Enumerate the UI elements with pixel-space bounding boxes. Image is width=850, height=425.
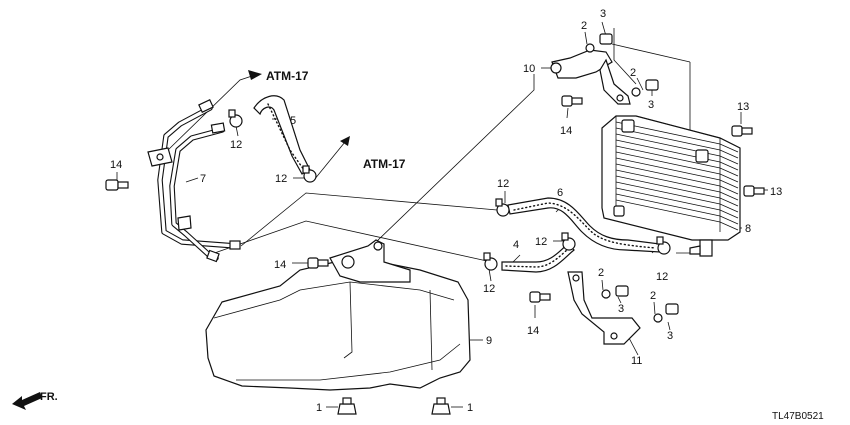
callout-2: 2 bbox=[630, 67, 636, 79]
callout-14: 14 bbox=[527, 325, 539, 337]
arrow-head-icon bbox=[248, 70, 262, 80]
callout-12: 12 bbox=[275, 173, 287, 185]
arrow-head-icon bbox=[340, 136, 350, 146]
callout-2: 2 bbox=[650, 290, 656, 302]
callout-13: 13 bbox=[770, 186, 782, 198]
callout-2: 2 bbox=[581, 20, 587, 32]
front-arrow-icon bbox=[12, 392, 42, 410]
callout-10: 10 bbox=[523, 63, 535, 75]
callout-3: 3 bbox=[600, 8, 606, 20]
lower-bracket-11 bbox=[529, 271, 679, 345]
callout-1: 1 bbox=[467, 402, 473, 414]
callout-2: 2 bbox=[598, 267, 604, 279]
hose-5 bbox=[228, 95, 317, 183]
air-guide-shroud bbox=[205, 239, 471, 415]
diagram-code: TL47B0521 bbox=[772, 411, 824, 422]
front-label: FR. bbox=[40, 391, 58, 403]
callout-8: 8 bbox=[745, 223, 751, 235]
clip-12-right bbox=[656, 236, 671, 255]
reference-label-atm-top: ATM-17 bbox=[266, 69, 309, 83]
callout-12: 12 bbox=[656, 271, 668, 283]
reference-label-atm-mid: ATM-17 bbox=[363, 157, 406, 171]
hose-4 bbox=[483, 232, 576, 273]
callout-3: 3 bbox=[648, 99, 654, 111]
callout-7: 7 bbox=[200, 173, 206, 185]
bolt-14-left bbox=[105, 179, 129, 191]
callout-12: 12 bbox=[497, 178, 509, 190]
callout-14: 14 bbox=[110, 159, 122, 171]
callout-14: 14 bbox=[274, 259, 286, 271]
atf-pipe-assembly bbox=[147, 99, 241, 263]
callout-3: 3 bbox=[667, 330, 673, 342]
callout-1: 1 bbox=[316, 402, 322, 414]
callout-4: 4 bbox=[513, 239, 519, 251]
upper-bracket-10 bbox=[550, 33, 659, 107]
atf-cooler bbox=[601, 115, 765, 257]
callout-12: 12 bbox=[535, 236, 547, 248]
callout-12: 12 bbox=[230, 139, 242, 151]
callout-9: 9 bbox=[486, 335, 492, 347]
callout-14: 14 bbox=[560, 125, 572, 137]
front-direction-indicator: FR. bbox=[12, 391, 58, 410]
callout-11: 11 bbox=[631, 355, 642, 367]
callout-5: 5 bbox=[290, 115, 296, 127]
callout-13: 13 bbox=[737, 101, 749, 113]
callout-6: 6 bbox=[557, 187, 563, 199]
callout-12: 12 bbox=[483, 283, 495, 295]
callout-3: 3 bbox=[618, 303, 624, 315]
